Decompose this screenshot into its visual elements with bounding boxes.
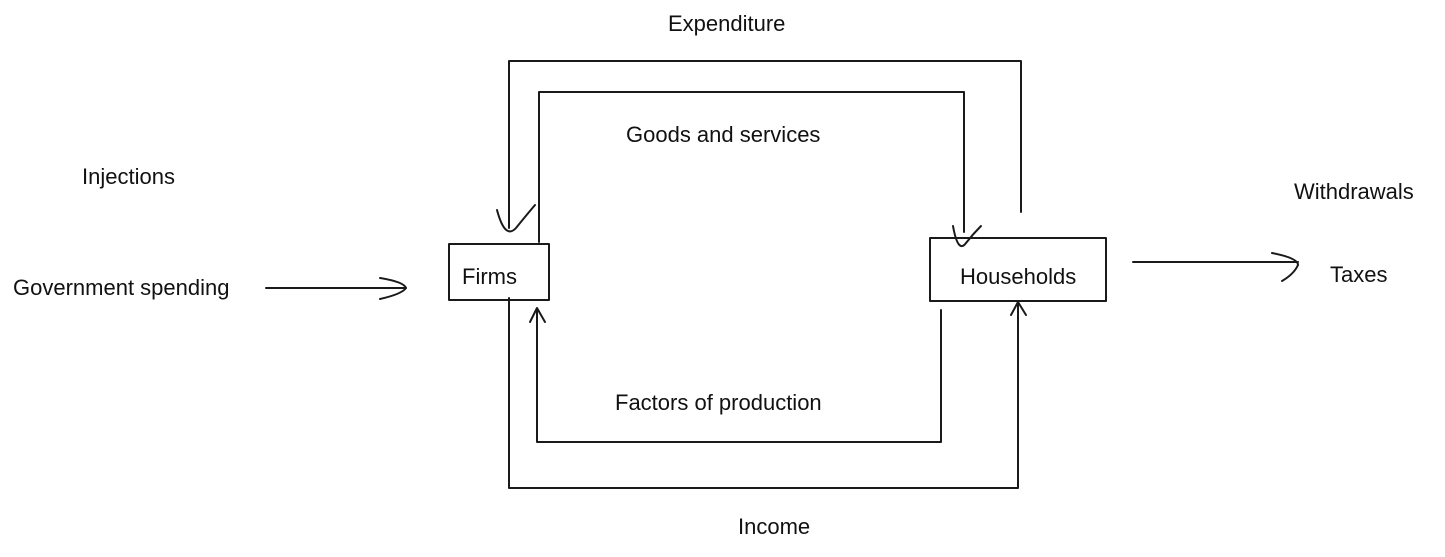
withdrawal-arrowhead [1271,252,1299,282]
factors-of-production-label: Factors of production [615,390,822,415]
expenditure-label: Expenditure [668,11,785,36]
households-box [929,237,1107,302]
firms-box [448,243,550,301]
goods-services-arrowhead [952,225,982,248]
government-spending-label: Government spending [13,275,229,300]
firms-label: Firms [462,264,517,289]
goods-and-services-label: Goods and services [626,122,820,147]
withdrawals-heading: Withdrawals [1294,179,1414,204]
expenditure-arrowhead [496,204,536,233]
expenditure-flow-line [508,60,1022,229]
income-label: Income [738,514,810,539]
factors-flow-line [536,309,942,443]
income-flow-line [508,297,1019,489]
taxes-label: Taxes [1330,262,1387,287]
factors-arrowhead [529,307,546,323]
goods-services-flow-line [538,91,965,243]
injection-arrowhead [379,277,407,300]
injections-heading: Injections [82,164,175,189]
households-label: Households [960,264,1076,289]
